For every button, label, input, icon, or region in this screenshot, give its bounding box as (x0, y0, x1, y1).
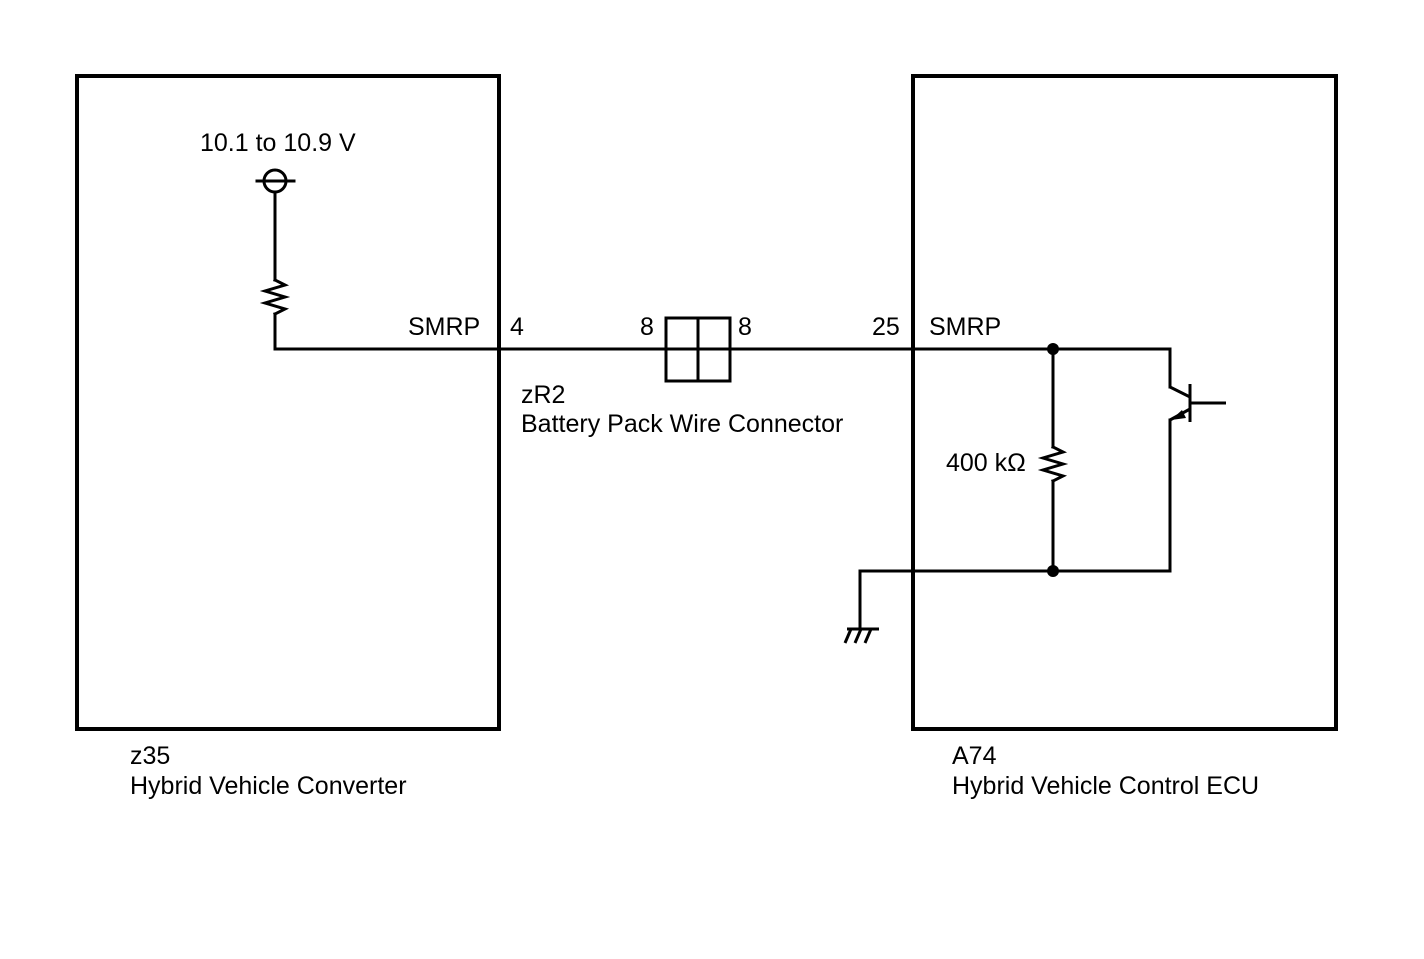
left-component-name: Hybrid Vehicle Converter (130, 772, 407, 800)
left-pin-name: SMRP (408, 313, 480, 341)
right-pin-name: SMRP (929, 313, 1001, 341)
left-pin-number: 4 (510, 313, 524, 341)
right-pin-number: 25 (872, 313, 900, 341)
left-component-code: z35 (130, 742, 170, 770)
right-component-code: A74 (952, 742, 997, 770)
right-component-box (911, 74, 1338, 731)
connector-name: Battery Pack Wire Connector (521, 410, 843, 438)
npn-transistor-icon (1169, 384, 1226, 422)
connector-pin-left: 8 (640, 313, 654, 341)
right-component-name: Hybrid Vehicle Control ECU (952, 772, 1259, 800)
resistor-icon (259, 277, 291, 317)
connector-pin-right: 8 (738, 313, 752, 341)
left-component-box (75, 74, 501, 731)
connector-icon (664, 316, 732, 383)
connector-code: zR2 (521, 381, 565, 409)
ground-icon (843, 627, 879, 644)
terminal-circle-icon (255, 168, 296, 194)
resistor-value-label: 400 kΩ (946, 449, 1026, 477)
pulldown-resistor-icon (1037, 444, 1069, 484)
voltage-label: 10.1 to 10.9 V (200, 129, 356, 157)
